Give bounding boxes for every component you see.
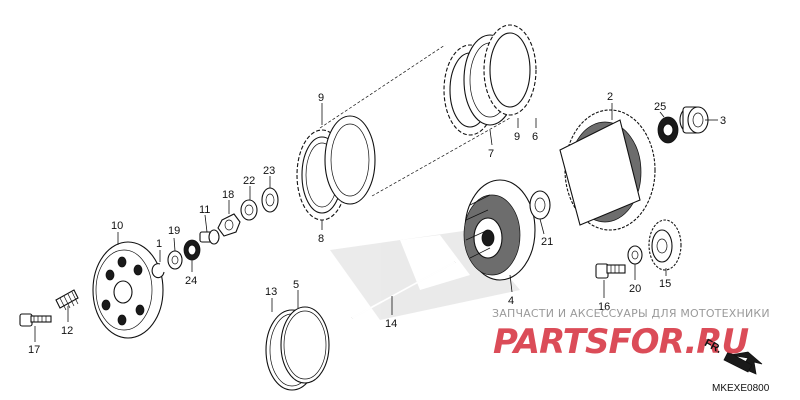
part-disc-stack-6 xyxy=(483,24,537,116)
callout-7: 7 xyxy=(488,148,494,160)
callout-2: 2 xyxy=(607,91,613,103)
callout-20: 20 xyxy=(629,283,641,295)
part-lifter-piece-11 xyxy=(199,229,220,245)
watermark-logo: PARTSFOR.RU xyxy=(493,322,749,362)
callout-15: 15 xyxy=(659,278,671,290)
part-bolt-17 xyxy=(19,313,52,327)
callout-6: 6 xyxy=(532,131,538,143)
part-thrust-washer-23 xyxy=(261,187,279,213)
part-bolt-16 xyxy=(595,263,626,279)
part-spring-12 xyxy=(55,289,79,311)
part-lock-washer-22 xyxy=(240,199,258,221)
callout-5: 5 xyxy=(293,279,299,291)
callouts: 1 2 3 4 5 6 7 8 9 9 10 11 12 13 14 15 16… xyxy=(28,91,726,356)
part-gear-15 xyxy=(648,219,682,271)
callout-11: 11 xyxy=(199,204,210,216)
part-nut-18 xyxy=(217,213,241,237)
callout-25: 25 xyxy=(654,101,666,113)
callout-14: 14 xyxy=(385,318,397,330)
callout-22: 22 xyxy=(243,175,255,187)
diagram-code: MKEXE0800 xyxy=(712,383,770,394)
part-clutch-disc-9-front xyxy=(324,115,376,205)
callout-8: 8 xyxy=(318,233,324,245)
part-clutch-outer-2 xyxy=(559,109,656,231)
callout-13: 13 xyxy=(265,286,277,298)
front-direction-arrow xyxy=(723,351,763,375)
part-lifter-rod-14 xyxy=(351,261,456,319)
part-clutch-center-4 xyxy=(463,179,536,281)
part-circlip-1 xyxy=(151,263,165,279)
callout-21: 21 xyxy=(541,236,553,248)
callout-9-front: 9 xyxy=(318,92,324,104)
callout-4: 4 xyxy=(508,295,514,307)
callout-10: 10 xyxy=(111,220,123,232)
assembly-axis xyxy=(319,44,511,197)
part-needle-bearing-25 xyxy=(657,116,679,144)
callout-17: 17 xyxy=(28,344,40,356)
callout-3: 3 xyxy=(720,115,726,127)
callout-23: 23 xyxy=(263,165,275,177)
watermark-caption: ЗАПЧАСТИ И АКСЕССУАРЫ ДЛЯ МОТОТЕХНИКИ xyxy=(492,307,770,320)
callout-24: 24 xyxy=(185,275,197,287)
part-washer-20 xyxy=(627,245,643,265)
callout-9-rear: 9 xyxy=(514,131,520,143)
callout-12: 12 xyxy=(61,325,73,337)
part-washer-19 xyxy=(167,250,183,270)
part-bearing-24 xyxy=(183,239,201,261)
callout-19: 19 xyxy=(168,225,180,237)
leader-lines xyxy=(34,103,718,342)
callout-18: 18 xyxy=(222,189,234,201)
part-washer-21 xyxy=(529,190,551,220)
part-collar-3 xyxy=(679,106,709,134)
callout-1: 1 xyxy=(156,238,162,250)
part-pressure-plate-10 xyxy=(92,241,164,339)
callout-16: 16 xyxy=(598,301,610,313)
part-oring-5 xyxy=(280,306,330,384)
